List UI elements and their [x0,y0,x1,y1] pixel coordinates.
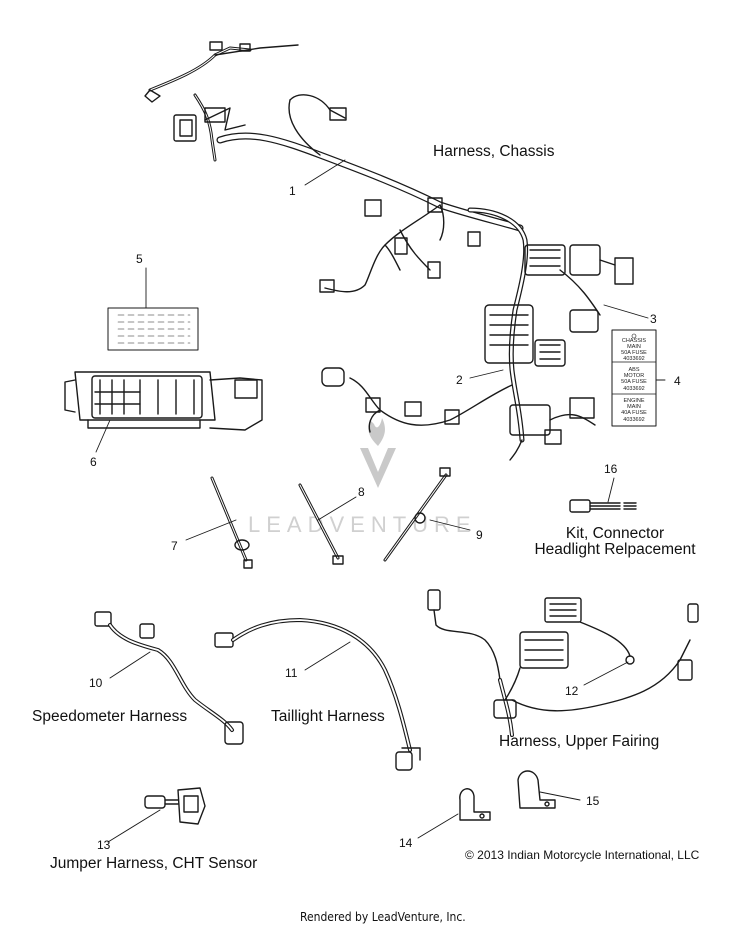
label-harness-chassis: Harness, Chassis [433,143,555,160]
label-headlight-replacement: Headlight Relpacement [534,541,696,558]
label-speedometer-harness: Speedometer Harness [32,708,188,725]
jumper-harness-drawing [144,787,206,825]
callout-8: 8 [358,485,365,499]
callout-14: 14 [399,836,413,850]
fuse-decal-r1-l3: 50A FUSE [621,350,647,356]
fuse-decal-r2-l2: MOTOR [624,373,644,379]
callout-3: 3 [650,312,657,326]
fuse-decal-r3-l1: ENGINE [623,398,644,404]
fuse-decal-r1-l1: CHASSIS [622,338,646,344]
relay-decal-drawing [107,307,199,351]
callout-12: 12 [565,684,579,698]
speedometer-harness-drawing [94,611,244,745]
fuse-decal-r1-l4: 4033692 [623,356,644,362]
watermark-text: LEADVENTURE [248,512,477,537]
label-jumper-harness: Jumper Harness, CHT Sensor [50,855,258,872]
fuse-decal-r2-l3: 50A FUSE [621,379,647,385]
callout-2: 2 [456,373,463,387]
fuse-box-drawing [64,371,263,431]
callout-11: 11 [285,666,298,680]
label-taillight-harness: Taillight Harness [271,708,385,725]
callout-7: 7 [171,539,178,553]
callout-4: 4 [674,374,681,388]
fuse-decal-r3-l4: 4033692 [623,417,644,423]
callout-13: 13 [97,838,111,852]
fuse-decal-drawing [611,329,657,427]
upper-fairing-harness-drawing [427,589,699,737]
fuse-decal-r1-l2: MAIN [627,344,641,350]
chassis-harness-drawing [144,41,634,461]
label-kit-connector: Kit, Connector [565,525,665,542]
cable-ties-drawing [210,467,451,569]
callout-15: 15 [586,794,600,808]
taillight-harness-drawing [214,618,421,771]
fuse-decal-r2-l4: 4033692 [623,386,644,392]
leadventure-watermark: LEADVENTURE [248,418,477,537]
callout-6: 6 [90,455,97,469]
p-clip-large-drawing [517,770,556,809]
fuse-decal-r3-l2: MAIN [627,404,641,410]
callout-1: 1 [289,184,296,198]
fuse-decal-text: CHASSIS MAIN 50A FUSE 4033692 ABS MOTOR … [621,338,647,423]
copyright-notice: © 2013 Indian Motorcycle International, … [465,848,700,862]
callout-10: 10 [89,676,103,690]
fuse-decal-r2-l1: ABS [628,367,639,373]
p-clip-small-drawing [459,788,491,821]
fuse-decal-r3-l3: 40A FUSE [621,410,647,416]
connector-kit-drawing [569,499,637,513]
callout-9: 9 [476,528,483,542]
leader-lines [95,159,666,843]
callout-16: 16 [604,462,618,476]
callout-5: 5 [136,252,143,266]
label-harness-upper-fairing: Harness, Upper Fairing [499,733,660,750]
footer-credit: Rendered by LeadVenture, Inc. [300,910,466,924]
